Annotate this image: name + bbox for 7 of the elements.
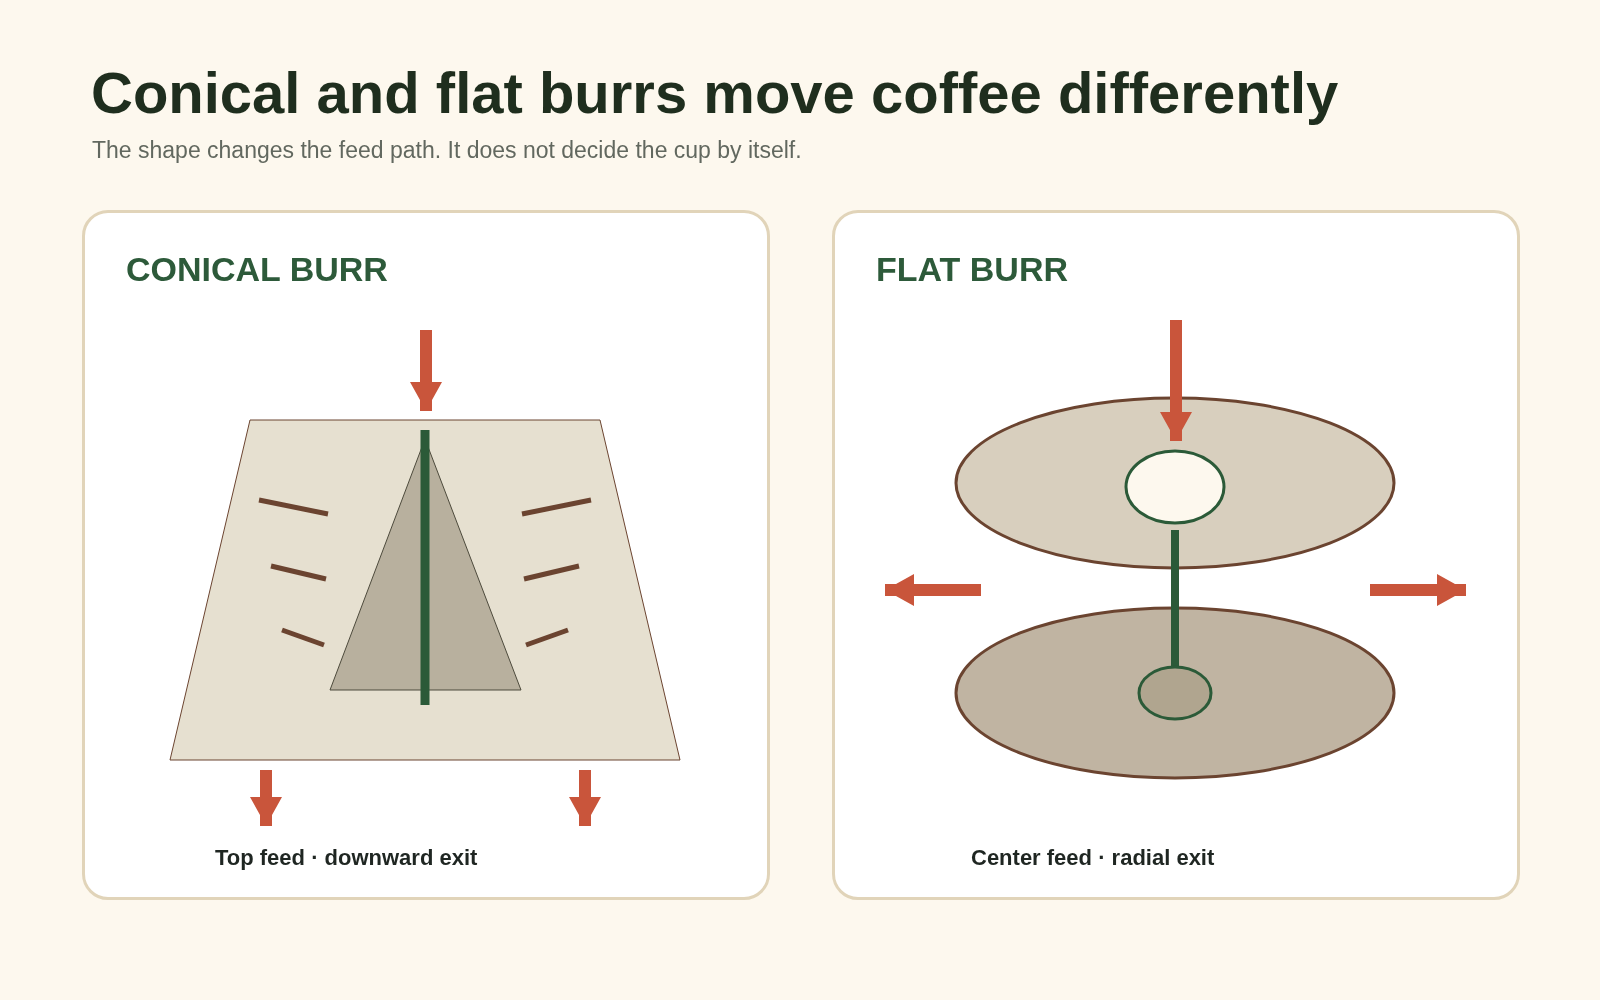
subtitle: The shape changes the feed path. It does not decide the cup by itself. — [92, 139, 802, 162]
panel-card — [832, 210, 1520, 900]
panel-caption: Top feed · downward exit — [215, 847, 478, 869]
panel-caption: Center feed · radial exit — [971, 847, 1215, 869]
panel-card — [82, 210, 770, 900]
panel-heading: FLAT BURR — [876, 252, 1068, 286]
panel-heading: CONICAL BURR — [126, 252, 388, 286]
